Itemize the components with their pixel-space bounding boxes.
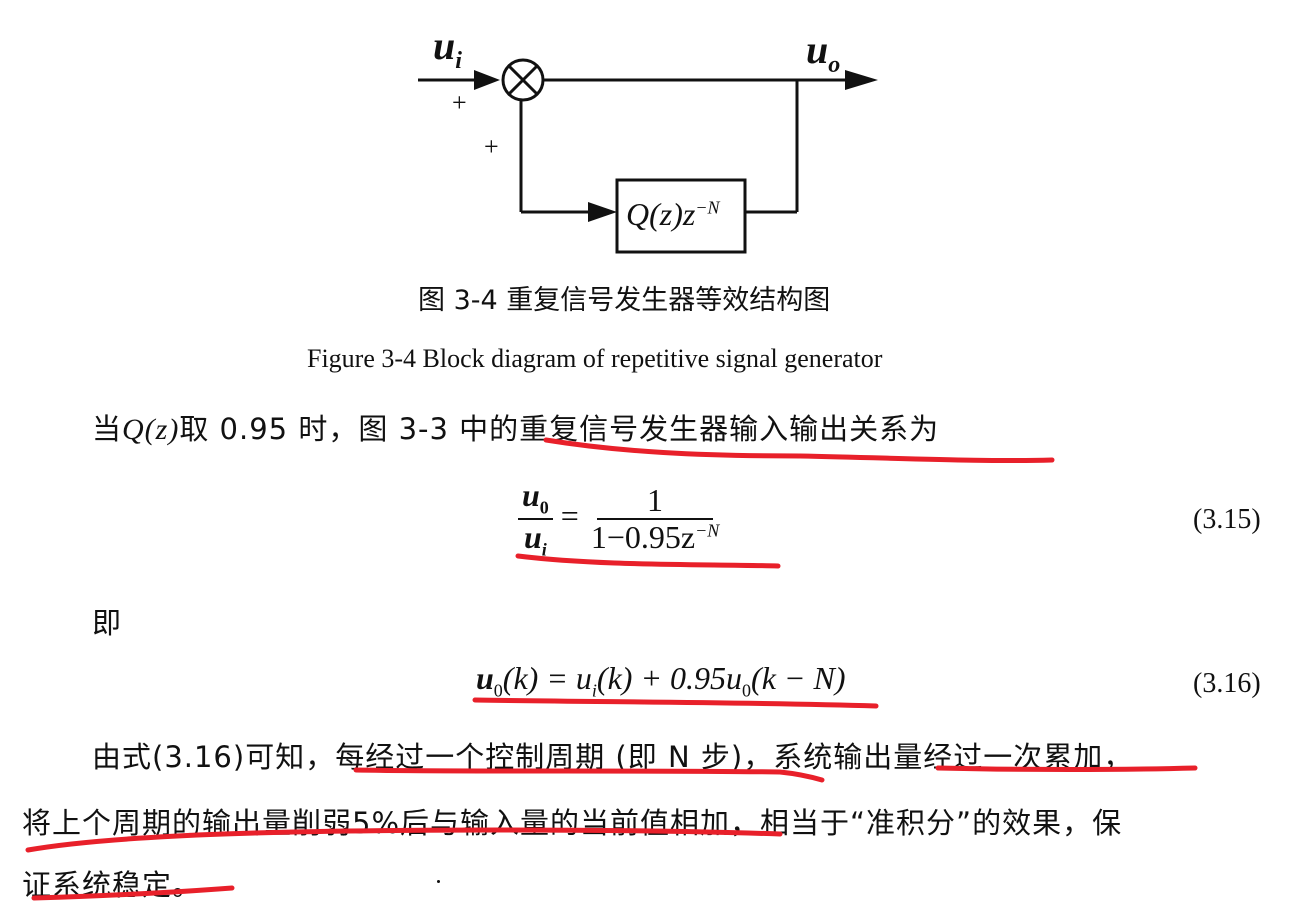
feedback-arrow-icon bbox=[588, 202, 617, 222]
output-label: uo bbox=[806, 27, 841, 78]
delay-block bbox=[615, 178, 747, 254]
highlighted-text: 重复信号发生器输入输出关系为 bbox=[519, 412, 940, 446]
paragraph-1: 当Q(z)取 0.95 时，图 3-3 中的重复信号发生器输入输出关系为 bbox=[92, 412, 940, 446]
plus-sign-feedback: + bbox=[484, 132, 499, 161]
paragraph-2-line-3: 证系统稳定。 bbox=[22, 868, 203, 902]
output-arrow-icon bbox=[845, 70, 878, 90]
figure-caption-cn: 图 3-4 重复信号发生器等效结构图 bbox=[418, 285, 831, 316]
figure-caption-en: Figure 3-4 Block diagram of repetitive s… bbox=[307, 344, 883, 373]
input-label: ui bbox=[433, 23, 462, 74]
plus-sign-input: + bbox=[452, 88, 467, 117]
equation-number-3-16: (3.16) bbox=[1193, 668, 1261, 699]
equation-number-3-15: (3.15) bbox=[1193, 504, 1261, 535]
paragraph-2-line-1: 由式(3.16)可知，每经过一个控制周期 (即 N 步)，系统输出量经过一次累加… bbox=[92, 740, 1134, 774]
paragraph-2-line-2: 将上个周期的输出量削弱5%后与输入量的当前值相加，相当于“准积分”的效果，保 bbox=[22, 806, 1123, 840]
equation-3-16: u0(k) = ui(k) + 0.95u0(k − N) bbox=[476, 660, 846, 701]
input-arrow-icon bbox=[474, 70, 500, 90]
block-label: Q(z)z−N bbox=[626, 196, 720, 232]
ji-label: 即 bbox=[92, 606, 123, 640]
stray-dot bbox=[437, 880, 440, 883]
